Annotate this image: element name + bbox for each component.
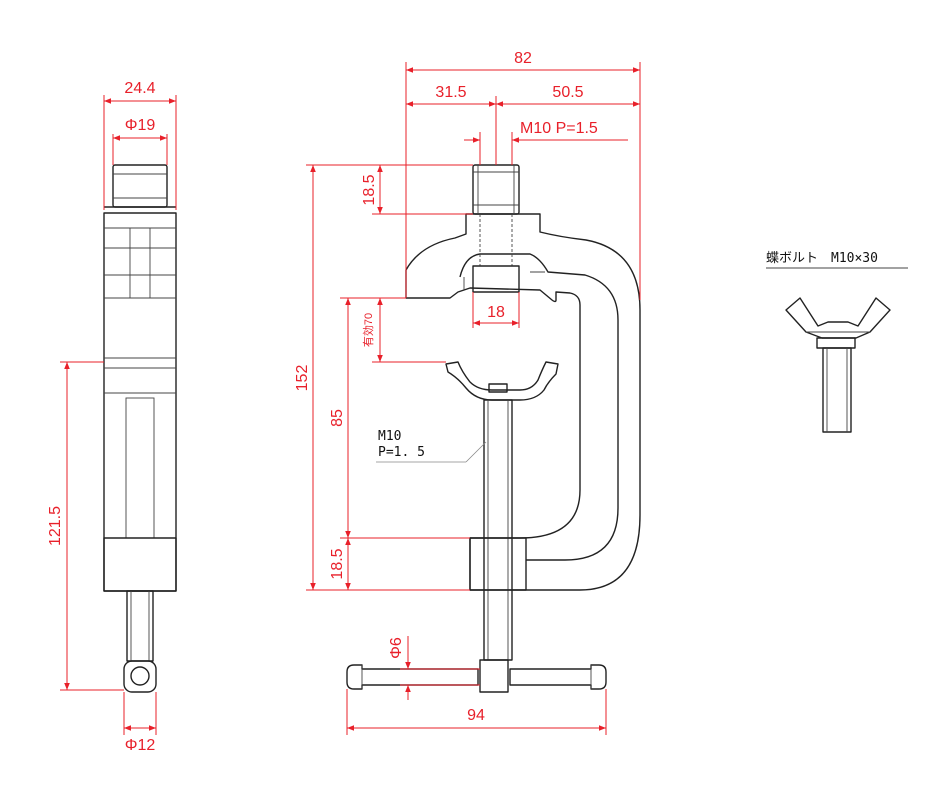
dim-overall-width: 82 (514, 50, 532, 67)
note-screw-size: M10 (378, 429, 401, 444)
dim-right-offset: 50.5 (552, 84, 583, 101)
dim-side-width: 24.4 (124, 80, 155, 97)
side-view: 24.4 Φ19 121.5 Φ12 (47, 80, 177, 754)
wing-bolt: 蝶ボルト M10×30 (766, 251, 908, 433)
dim-effective-opening: 有効70 (361, 313, 375, 347)
dim-handle-diameter: Φ6 (388, 637, 405, 659)
note-screw-pitch: P=1. 5 (378, 445, 425, 460)
front-view: 82 31.5 50.5 M10 P=1.5 18.5 18 152 有効70 (294, 50, 641, 735)
dim-top-boss-height: 18.5 (361, 174, 378, 205)
dim-bottom-boss-height: 18.5 (329, 548, 346, 579)
dim-top-thread: M10 P=1.5 (520, 120, 598, 137)
dim-pin-diameter: Φ12 (125, 737, 156, 754)
dim-overall-height: 152 (294, 365, 311, 392)
front-view-outline (346, 164, 641, 693)
dim-left-offset: 31.5 (435, 84, 466, 101)
wing-bolt-label: 蝶ボルト M10×30 (766, 251, 878, 266)
side-view-outline (103, 164, 177, 693)
dim-handle-length: 94 (467, 707, 485, 724)
dim-screw-length: 121.5 (47, 506, 64, 546)
dim-bolt-head-diameter: Φ19 (125, 117, 156, 134)
wing-bolt-outline (785, 297, 891, 433)
dim-mid-height: 85 (329, 409, 346, 427)
dim-throat-width: 18 (487, 304, 505, 321)
